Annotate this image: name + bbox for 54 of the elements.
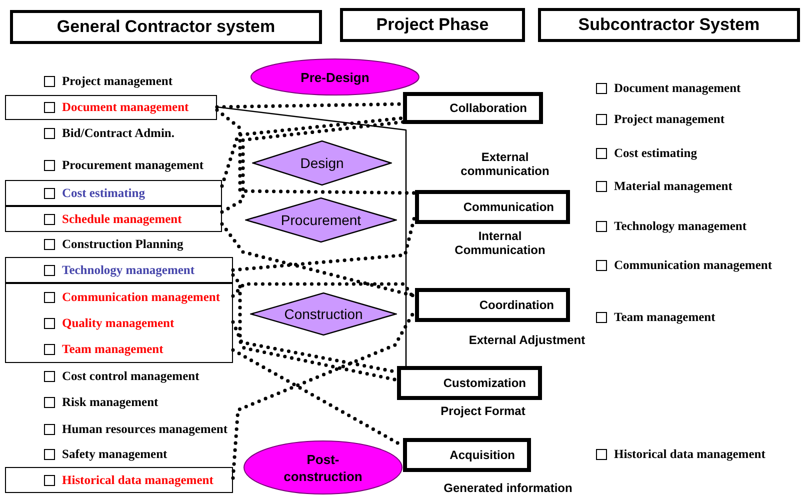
item-text: Cost estimating <box>614 145 697 162</box>
item-text: Document management <box>62 99 189 116</box>
function-box: Acquisition <box>403 438 531 472</box>
item-box <box>5 283 233 363</box>
item-text: Cost estimating <box>62 184 145 202</box>
phase-ellipse: Pre-Design <box>250 58 420 96</box>
item-text: Project management <box>62 73 172 90</box>
annotation-text: External Adjustment <box>468 333 586 347</box>
dotted-connector <box>220 222 417 298</box>
item-box <box>5 206 222 232</box>
function-box: Customization <box>397 366 542 400</box>
item-text: Quality management <box>62 314 174 332</box>
title-box: General Contractor system <box>10 10 322 44</box>
item-text: Communication management <box>614 257 772 274</box>
item-text: Document management <box>614 80 741 97</box>
item-box <box>5 180 222 206</box>
phase-diamond: Design <box>252 140 392 186</box>
phase-ellipse: Post-construction <box>243 440 403 495</box>
item-text: Procurement management <box>62 157 204 174</box>
item-text: Historical data management <box>614 446 766 463</box>
item-box <box>5 467 233 493</box>
function-box: Collaboration <box>403 92 543 124</box>
item-text: Material management <box>614 178 732 195</box>
item-text: Construction Planning <box>62 236 184 253</box>
title-box: Project Phase <box>340 8 525 42</box>
item-text: Team management <box>614 309 716 326</box>
annotation-text: Project Format <box>440 404 526 418</box>
title-box: Subcontractor System <box>538 8 800 42</box>
item-text: Risk management <box>62 394 158 411</box>
dotted-connector <box>220 120 405 214</box>
function-box: Coordination <box>415 288 570 322</box>
item-text: Communication management <box>62 288 220 306</box>
function-box: Communication <box>415 190 570 224</box>
annotation-text: External communication <box>460 150 550 178</box>
item-text: Schedule management <box>62 210 182 228</box>
phase-diamond: Procurement <box>245 197 397 243</box>
dotted-connector <box>231 320 399 382</box>
item-text: Safety management <box>62 446 168 463</box>
annotation-text: Generated information <box>442 481 574 495</box>
item-text: Historical data management <box>62 472 214 489</box>
item-text: Bid/Contract Admin. <box>62 125 175 142</box>
item-box <box>5 257 233 283</box>
item-text: Technology management <box>62 262 195 279</box>
item-text: Human resources management <box>62 421 228 438</box>
item-box <box>5 95 217 120</box>
item-text: Cost control management <box>62 368 200 385</box>
item-text: Project management <box>614 111 724 128</box>
dotted-connector <box>215 108 417 195</box>
dotted-connector <box>220 116 405 188</box>
annotation-text: Internal Communication <box>454 229 546 257</box>
item-text: Technology management <box>614 218 747 235</box>
item-text: Team management <box>62 340 164 358</box>
connector-line <box>216 106 407 366</box>
phase-diamond: Construction <box>250 292 397 336</box>
